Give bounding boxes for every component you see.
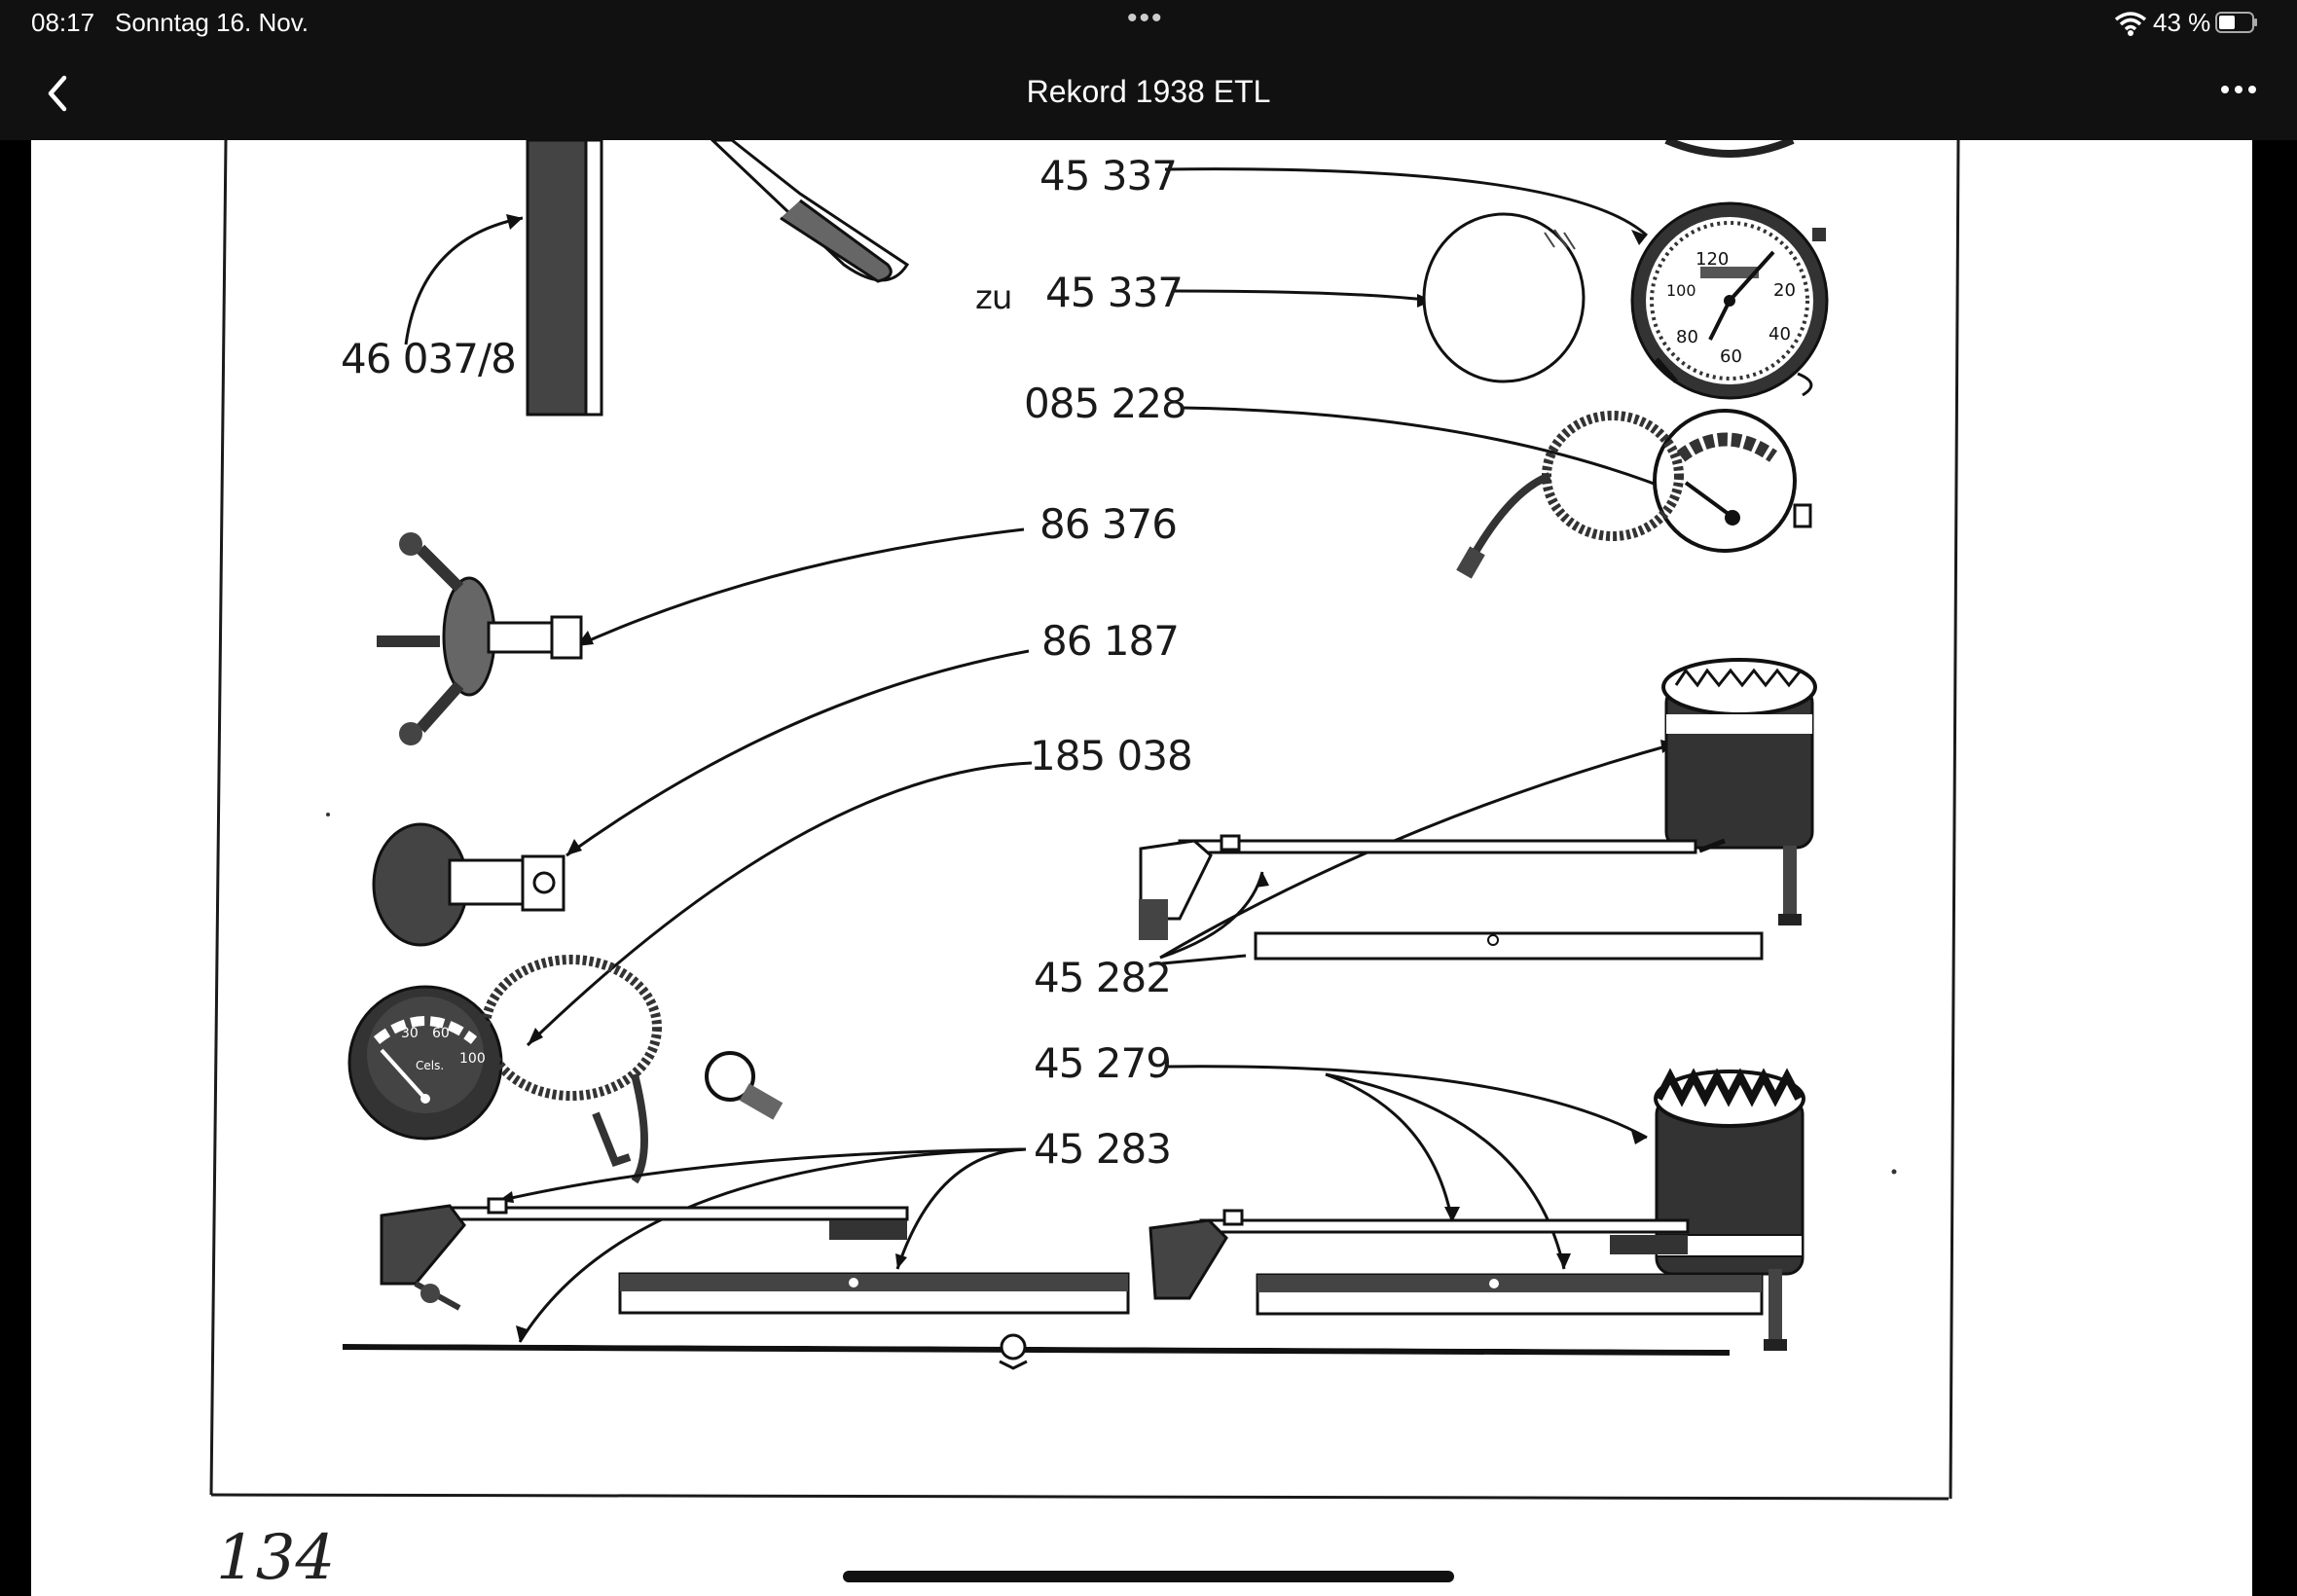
part-number-460378[interactable]: 46 037/8: [341, 335, 517, 382]
part-46037-lever: [526, 140, 910, 417]
part-45282-wiper-blade: [1254, 931, 1764, 961]
part-45279-wiper-motor: [1654, 1068, 1805, 1351]
part-number-86376[interactable]: 86 376: [1039, 500, 1178, 548]
part-number-45337[interactable]: 45 337: [1039, 152, 1178, 200]
part-number-45283[interactable]: 45 283: [1034, 1125, 1172, 1173]
svg-text:100: 100: [1666, 281, 1696, 300]
svg-text:Cels.: Cels.: [416, 1059, 444, 1072]
part-number-86187[interactable]: 86 187: [1041, 617, 1180, 665]
status-bar: 08:17 Sonntag 16. Nov. ••• 43 %: [0, 0, 2297, 47]
home-indicator[interactable]: [843, 1571, 1454, 1582]
part-45283-wiper-blade: [618, 1272, 1130, 1315]
part-86187-switch: [372, 822, 565, 947]
part-085228-gauge-with-cable: [1456, 409, 1812, 579]
multitasking-dots[interactable]: •••: [1127, 2, 1164, 34]
svg-text:30: 30: [401, 1026, 419, 1041]
part-number-085228[interactable]: 085 228: [1024, 380, 1187, 427]
wifi-icon: [2114, 12, 2147, 36]
navigation-bar: Rekord 1938 ETL: [0, 47, 2297, 140]
more-options-icon[interactable]: [2219, 80, 2258, 99]
part-number-zu-45337[interactable]: 45 337: [1045, 269, 1184, 316]
svg-text:100: 100: [459, 1051, 486, 1067]
part-45279-wiper-arm: [1148, 1209, 1690, 1300]
part-number-185038[interactable]: 185 038: [1030, 732, 1193, 780]
part-number-zu-prefix: zu: [975, 278, 1012, 317]
gauge-glass: [1422, 212, 1586, 383]
part-45282-wiper-arm: [1139, 834, 1697, 940]
svg-text:60: 60: [432, 1026, 450, 1041]
status-time: 08:17: [31, 8, 95, 37]
svg-text:40: 40: [1768, 324, 1791, 345]
part-45282-wiper-motor: [1661, 658, 1817, 925]
status-date: Sonntag 16. Nov.: [115, 8, 309, 37]
document-viewer[interactable]: 120 100 20 40 60 80: [31, 140, 2252, 1596]
battery-icon: [2215, 12, 2257, 33]
svg-text:60: 60: [1720, 346, 1742, 367]
part-185038-temperature-gauge: 30 60 100 Cels.: [347, 955, 784, 1184]
page-number: 134: [216, 1522, 336, 1594]
svg-text:80: 80: [1676, 327, 1698, 347]
part-number-45279[interactable]: 45 279: [1034, 1039, 1172, 1087]
part-number-45282[interactable]: 45 282: [1034, 954, 1172, 1001]
part-45283-linkage-rod: [342, 1333, 1731, 1370]
part-86376-switch: [377, 532, 583, 745]
svg-text:120: 120: [1695, 249, 1729, 270]
document-title: Rekord 1938 ETL: [1026, 74, 1271, 109]
battery-percentage: 43 %: [2153, 8, 2211, 37]
part-45279-wiper-blade: [1256, 1273, 1764, 1316]
back-chevron-icon[interactable]: [39, 72, 78, 115]
svg-text:20: 20: [1773, 280, 1796, 301]
page-frame: [209, 140, 1960, 1501]
part-45283-wiper-arm: [380, 1197, 909, 1311]
partial-gauge-top: [1664, 140, 1795, 158]
speedometer-gauge: 120 100 20 40 60 80: [1630, 201, 1829, 400]
parts-illustration: 120 100 20 40 60 80: [209, 140, 1960, 1501]
